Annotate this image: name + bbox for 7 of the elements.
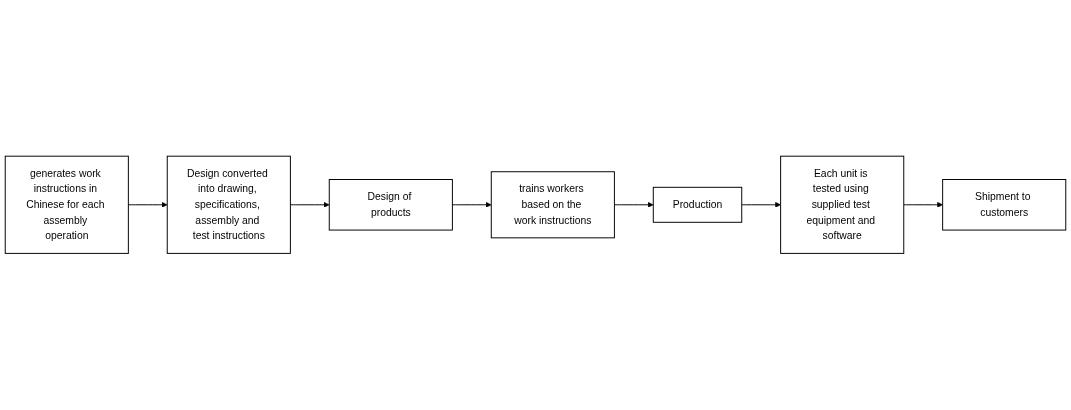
node-box: Each unit is tested using supplied test equipment and software	[780, 155, 905, 255]
node-box: Design of products	[328, 179, 453, 231]
node-box: Design converted into drawing, specifications, assembly and test instructions	[166, 155, 291, 255]
node-box: generates work instructions in Chinese for each assembly operation	[4, 155, 129, 255]
node-box: trains workers based on the work instructions	[490, 171, 615, 239]
node-box: Shipment to customers	[942, 179, 1067, 231]
node-box: Production	[652, 187, 743, 223]
